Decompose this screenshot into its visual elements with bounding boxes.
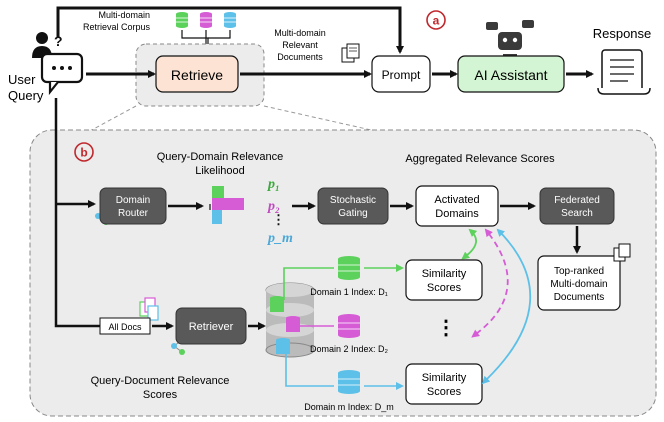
big-database-icon (265, 282, 315, 358)
relevant-docs-label-1: Multi-domain (274, 28, 326, 38)
federated-search-box (539, 187, 615, 225)
similarity-scores-1-label-1: Similarity (422, 268, 467, 280)
robot-icon (486, 20, 534, 59)
pm-label: p_m (267, 231, 293, 246)
domain-router-label-2: Router (118, 208, 149, 219)
p-dots: ⋮ (272, 212, 285, 227)
corpus-label-2: Retrieval Corpus (83, 22, 151, 32)
top-ranked-label-1: Top-ranked (554, 266, 604, 277)
svg-text:?: ? (54, 33, 63, 49)
federated-search-label-2: Search (561, 208, 593, 219)
similarity-scores-box-1 (405, 259, 483, 301)
chat-bubble-icon (40, 52, 84, 96)
ai-assistant-label: AI Assistant (474, 67, 547, 83)
federated-search-label-1: Federated (554, 195, 600, 206)
top-ranked-label-3: Documents (554, 292, 605, 303)
svg-text:b: b (80, 146, 87, 160)
documents-icon-b (613, 243, 631, 262)
domainm-line (285, 352, 334, 387)
scroll-icon (597, 49, 651, 95)
stochastic-gating-box (317, 187, 389, 225)
prompt-label: Prompt (382, 68, 421, 82)
domain2-db-icon (338, 314, 360, 338)
relevance-bars (209, 186, 244, 224)
all-docs-files-icon (139, 297, 159, 321)
domain2-index-label: Domain 2 Index: D₂ (310, 344, 389, 354)
similarity-scores-m-label-1: Similarity (422, 372, 467, 384)
stochastic-gating-label-2: Gating (338, 208, 367, 219)
qd-relevance-title-1: Query-Domain Relevance (157, 151, 284, 163)
documents-icon (341, 43, 360, 63)
blue-feedback-arrow (481, 228, 531, 385)
domain-router-box (99, 187, 167, 225)
stochastic-gating-label-1: Stochastic (330, 195, 376, 206)
top-ranked-label-2: Multi-domain (550, 279, 607, 290)
relevant-docs-label-2: Relevant (282, 40, 318, 50)
vertical-dots: ⋮ (436, 317, 456, 339)
domainm-index-label: Domain m Index: D_m (304, 402, 394, 412)
top-ranked-box (537, 255, 621, 311)
query-down-line (54, 98, 100, 328)
similarity-scores-box-m (405, 363, 483, 405)
activated-domains-box (415, 185, 499, 227)
domain1-db-icon (338, 256, 360, 280)
p2-label: p₂ (267, 199, 280, 214)
similarity-scores-1-label-2: Scores (427, 282, 462, 294)
user-query-label-2: Query (8, 88, 44, 103)
domain1-line (283, 267, 334, 300)
similarity-scores-m-label-2: Scores (427, 386, 462, 398)
activated-domains-label-2: Domains (435, 208, 479, 220)
corpus-db-icons (176, 12, 236, 28)
domain1-index-label: Domain 1 Index: D₁ (310, 287, 388, 297)
qdoc-relevance-title-2: Scores (143, 389, 178, 401)
p1-label: p₁ (267, 177, 280, 192)
relevant-docs-label-3: Documents (277, 52, 323, 62)
response-label: Response (593, 26, 652, 41)
retriever-label: Retriever (189, 321, 234, 333)
qdoc-relevance-title-1: Query-Document Relevance (91, 375, 230, 387)
corpus-label-1: Multi-domain (98, 10, 150, 20)
prompt-box (371, 55, 431, 93)
badge-b: b (74, 142, 94, 162)
svg-text:a: a (433, 14, 440, 28)
badge-a: a (426, 10, 446, 30)
query-to-prompt-arrow (56, 6, 404, 54)
domainm-db-icon (338, 370, 360, 394)
domain-router-label-1: Domain (116, 195, 150, 206)
retrieve-box (155, 55, 239, 93)
qd-relevance-title-2: Likelihood (195, 165, 245, 177)
aggregated-title: Aggregated Relevance Scores (405, 153, 555, 165)
retriever-box (175, 307, 247, 345)
all-docs-box (99, 317, 151, 335)
retrieve-label: Retrieve (171, 67, 223, 83)
activated-domains-label-1: Activated (434, 194, 479, 206)
user-query-label-1: User (8, 72, 36, 87)
all-docs-label: All Docs (108, 322, 142, 332)
ai-assistant-box (457, 55, 565, 93)
